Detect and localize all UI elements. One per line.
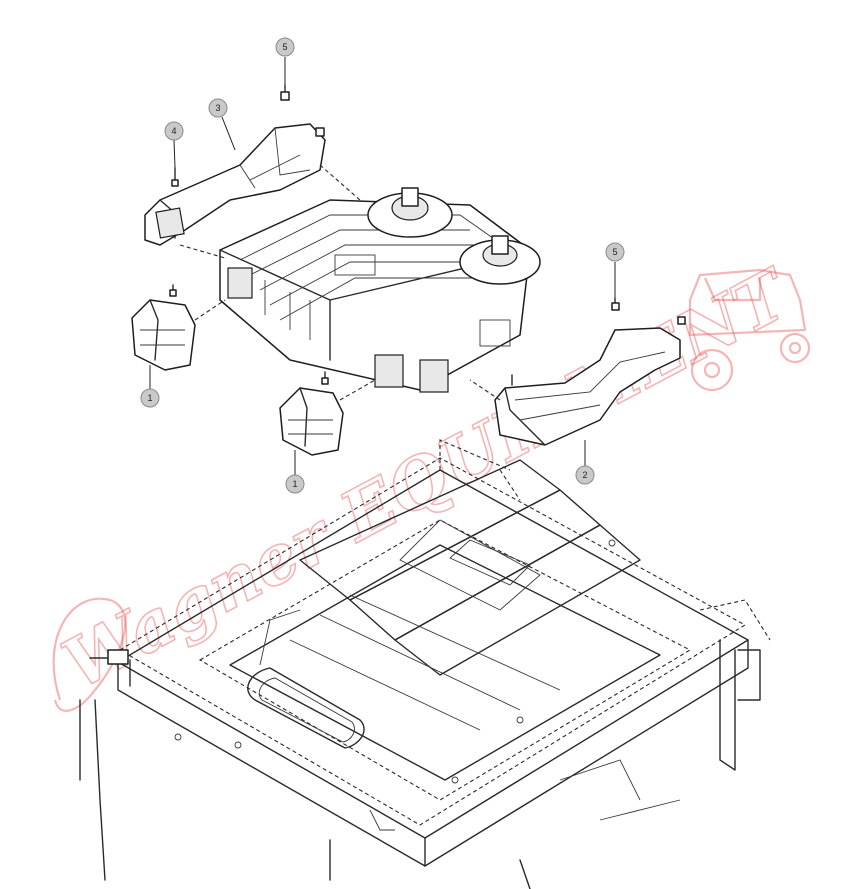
callout-2-label: 2 xyxy=(582,470,587,480)
vent-outlet-part-1-left xyxy=(131,284,226,371)
right-duct-part-2 xyxy=(469,297,686,446)
vent-outlet-part-1-center xyxy=(279,371,376,456)
callout-4-label: 4 xyxy=(171,126,176,136)
callout-1-center: 1 xyxy=(285,450,305,494)
callout-3-label: 3 xyxy=(215,103,220,113)
callout-4: 4 xyxy=(164,121,184,169)
callout-1-center-label: 1 xyxy=(292,479,297,489)
callout-3: 3 xyxy=(208,98,236,151)
callout-5-top: 5 xyxy=(275,37,295,86)
callout-5-right: 5 xyxy=(605,242,625,298)
vehicle-frame xyxy=(79,439,771,889)
upper-duct-part-3 xyxy=(144,84,361,259)
callout-5-top-label: 5 xyxy=(282,42,287,52)
callout-2: 2 xyxy=(575,440,595,485)
callout-1-left: 1 xyxy=(140,365,160,408)
callout-1-left-label: 1 xyxy=(147,393,152,403)
hvac-blower-assembly xyxy=(219,187,541,393)
callout-5-right-label: 5 xyxy=(612,247,617,257)
